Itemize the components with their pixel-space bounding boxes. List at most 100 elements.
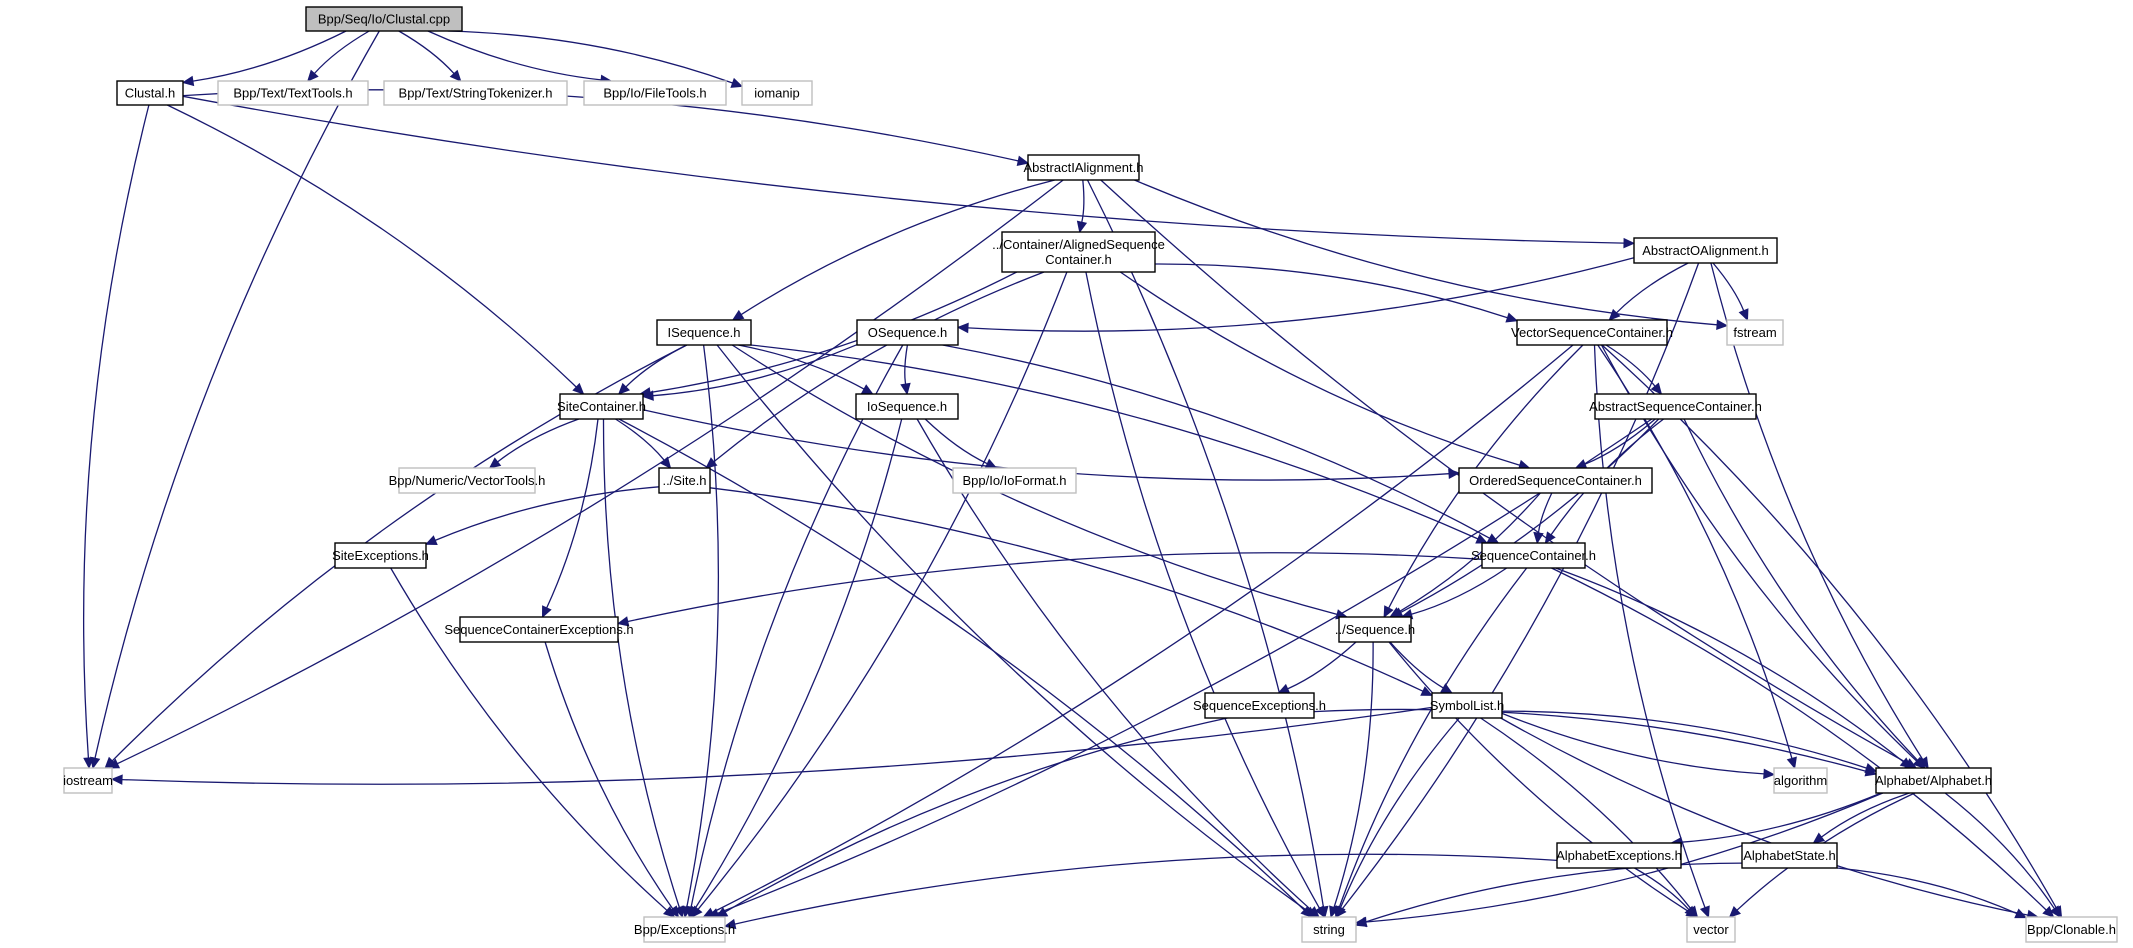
node-isequence[interactable]: ISequence.h — [656, 319, 752, 346]
node-absseqcont[interactable]: AbstractSequenceContainer.h — [1589, 393, 1762, 420]
node-symbollist[interactable]: SymbolList.h — [1430, 692, 1504, 719]
edge-sitecont-to-vectortools — [497, 418, 580, 463]
node-sequence[interactable]: ../Sequence.h — [1335, 616, 1415, 643]
node-siteexc[interactable]: SiteExceptions.h — [332, 542, 429, 569]
node-box[interactable] — [1633, 237, 1778, 264]
node-box[interactable] — [1431, 692, 1503, 719]
arrowhead-alphabet-to-alphstate — [1812, 832, 1826, 844]
node-box[interactable] — [656, 319, 752, 346]
arrowhead-seqcont-to-seqcontexc — [616, 616, 630, 627]
edge-clustal_h-to-sitecont — [167, 104, 577, 388]
node-box — [398, 467, 536, 494]
edge-alphstate-to-clonable — [1836, 867, 2018, 915]
node-absOalign[interactable]: AbstractOAlignment.h — [1633, 237, 1778, 264]
node-label: ../Sequence.h — [1335, 622, 1415, 637]
arrowhead-osequence-to-sitecont — [641, 390, 654, 401]
edge-osequence-to-sitecont — [652, 344, 858, 397]
node-box[interactable] — [559, 393, 644, 420]
edge-ordseqcont-to-seqcont — [1537, 492, 1553, 534]
arrowhead-sequence-to-seqexc — [1277, 683, 1291, 694]
arrowhead-symbollist-to-iostream — [110, 774, 123, 785]
node-label: SiteContainer.h — [557, 399, 646, 414]
edge-seqcont-to-string — [1338, 567, 1528, 908]
edge-absIalign-to-iostream — [117, 179, 1064, 765]
node-box[interactable] — [1556, 842, 1682, 869]
edge-alignedseqcont-to-site — [713, 271, 1045, 463]
arrowhead-alphabet-to-clonable — [2049, 905, 2061, 919]
node-vecseqcont[interactable]: VectorSequenceContainer.h — [1511, 319, 1673, 346]
node-box[interactable] — [1204, 692, 1315, 719]
node-box[interactable] — [116, 80, 184, 106]
node-box[interactable] — [1001, 231, 1156, 273]
node-label: ISequence.h — [667, 325, 740, 340]
arrowhead-alphexc-to-vector — [1684, 905, 1697, 918]
node-seqcont[interactable]: SequenceContainer.h — [1471, 542, 1596, 569]
node-ordseqcont[interactable]: OrderedSequenceContainer.h — [1458, 467, 1653, 494]
node-box[interactable] — [1741, 842, 1838, 869]
node-box[interactable] — [1481, 542, 1586, 569]
node-label: Alphabet/Alphabet.h — [1875, 773, 1992, 788]
edge-osequence-to-exceptions — [690, 344, 904, 908]
edge-symbollist-to-algorithm — [1501, 712, 1765, 775]
arrowhead-absIalign-to-alignedseqcont — [1076, 220, 1088, 234]
node-osequence[interactable]: OSequence.h — [856, 319, 959, 346]
node-box[interactable] — [658, 467, 711, 494]
node-box[interactable] — [305, 6, 463, 32]
arrowhead-site-to-siteexc — [424, 535, 438, 546]
node-label: SequenceContainer.h — [1471, 548, 1596, 563]
node-box — [383, 80, 568, 106]
node-alphexc[interactable]: AlphabetExceptions.h — [1556, 842, 1682, 869]
node-label: Bpp/Seq/Io/Clustal.cpp — [318, 12, 450, 27]
node-clustal_h[interactable]: Clustal.h — [116, 80, 184, 106]
node-label: algorithm — [1774, 773, 1827, 788]
node-box[interactable] — [1516, 319, 1668, 346]
arrowhead-symbollist-to-alphabet — [1864, 763, 1878, 773]
node-box[interactable] — [1458, 467, 1653, 494]
node-label: OrderedSequenceContainer.h — [1469, 473, 1642, 488]
edge-absseqcont-to-alphabet — [1683, 418, 1919, 762]
node-box — [741, 80, 813, 106]
arrowhead-sitecont-to-ordseqcont — [1448, 468, 1461, 480]
node-string: string — [1301, 916, 1357, 943]
node-box[interactable] — [1027, 154, 1140, 181]
node-box[interactable] — [855, 393, 959, 420]
node-label: SequenceExceptions.h — [1193, 698, 1326, 713]
node-sitecont[interactable]: SiteContainer.h — [557, 393, 646, 420]
arrowhead-clustal_cpp-to-texttools — [306, 69, 319, 82]
node-label: SymbolList.h — [1430, 698, 1504, 713]
node-stringtok: Bpp/Text/StringTokenizer.h — [383, 80, 568, 106]
edge-clustal_cpp-to-iomanip — [447, 30, 733, 84]
node-label: Container.h — [1045, 252, 1112, 267]
edge-siteexc-to-exceptions — [390, 567, 668, 911]
node-clustal_cpp[interactable]: Bpp/Seq/Io/Clustal.cpp — [305, 6, 463, 32]
edge-absIalign-to-fstream — [1134, 179, 1718, 326]
edge-clustal_cpp-to-iostream — [94, 30, 380, 759]
node-label: Clustal.h — [125, 86, 176, 101]
arrowhead-sitecont-to-site — [659, 456, 672, 469]
node-label: ../Site.h — [662, 473, 706, 488]
edge-iosequence-to-exceptions — [694, 418, 903, 909]
node-box[interactable] — [1594, 393, 1757, 420]
edge-isequence-to-sitecont — [625, 344, 687, 388]
node-iosequence[interactable]: IoSequence.h — [855, 393, 959, 420]
edge-osequence-to-seqcont — [942, 344, 1490, 539]
arrowhead-clustal_cpp-to-iostream — [90, 756, 101, 770]
arrowhead-absseqcont-to-alphabet — [1913, 756, 1926, 769]
node-box[interactable] — [1875, 767, 1992, 794]
node-box[interactable] — [1338, 616, 1412, 643]
node-seqexc[interactable]: SequenceExceptions.h — [1193, 692, 1326, 719]
node-seqcontexc[interactable]: SequenceContainerExceptions.h — [444, 616, 634, 643]
node-absIalign[interactable]: AbstractIAlignment.h — [1024, 154, 1144, 181]
node-alphabet[interactable]: Alphabet/Alphabet.h — [1875, 767, 1992, 794]
node-site[interactable]: ../Site.h — [658, 467, 711, 494]
node-alphstate[interactable]: AlphabetState.h — [1741, 842, 1838, 869]
edge-osequence-to-iosequence — [904, 344, 909, 385]
arrowhead-symbollist-to-algorithm — [1763, 768, 1776, 780]
node-box[interactable] — [856, 319, 959, 346]
edge-absOalign-to-fstream — [1712, 262, 1745, 311]
node-box[interactable] — [334, 542, 427, 569]
node-box[interactable] — [459, 616, 619, 643]
node-label: AlphabetState.h — [1743, 848, 1836, 863]
